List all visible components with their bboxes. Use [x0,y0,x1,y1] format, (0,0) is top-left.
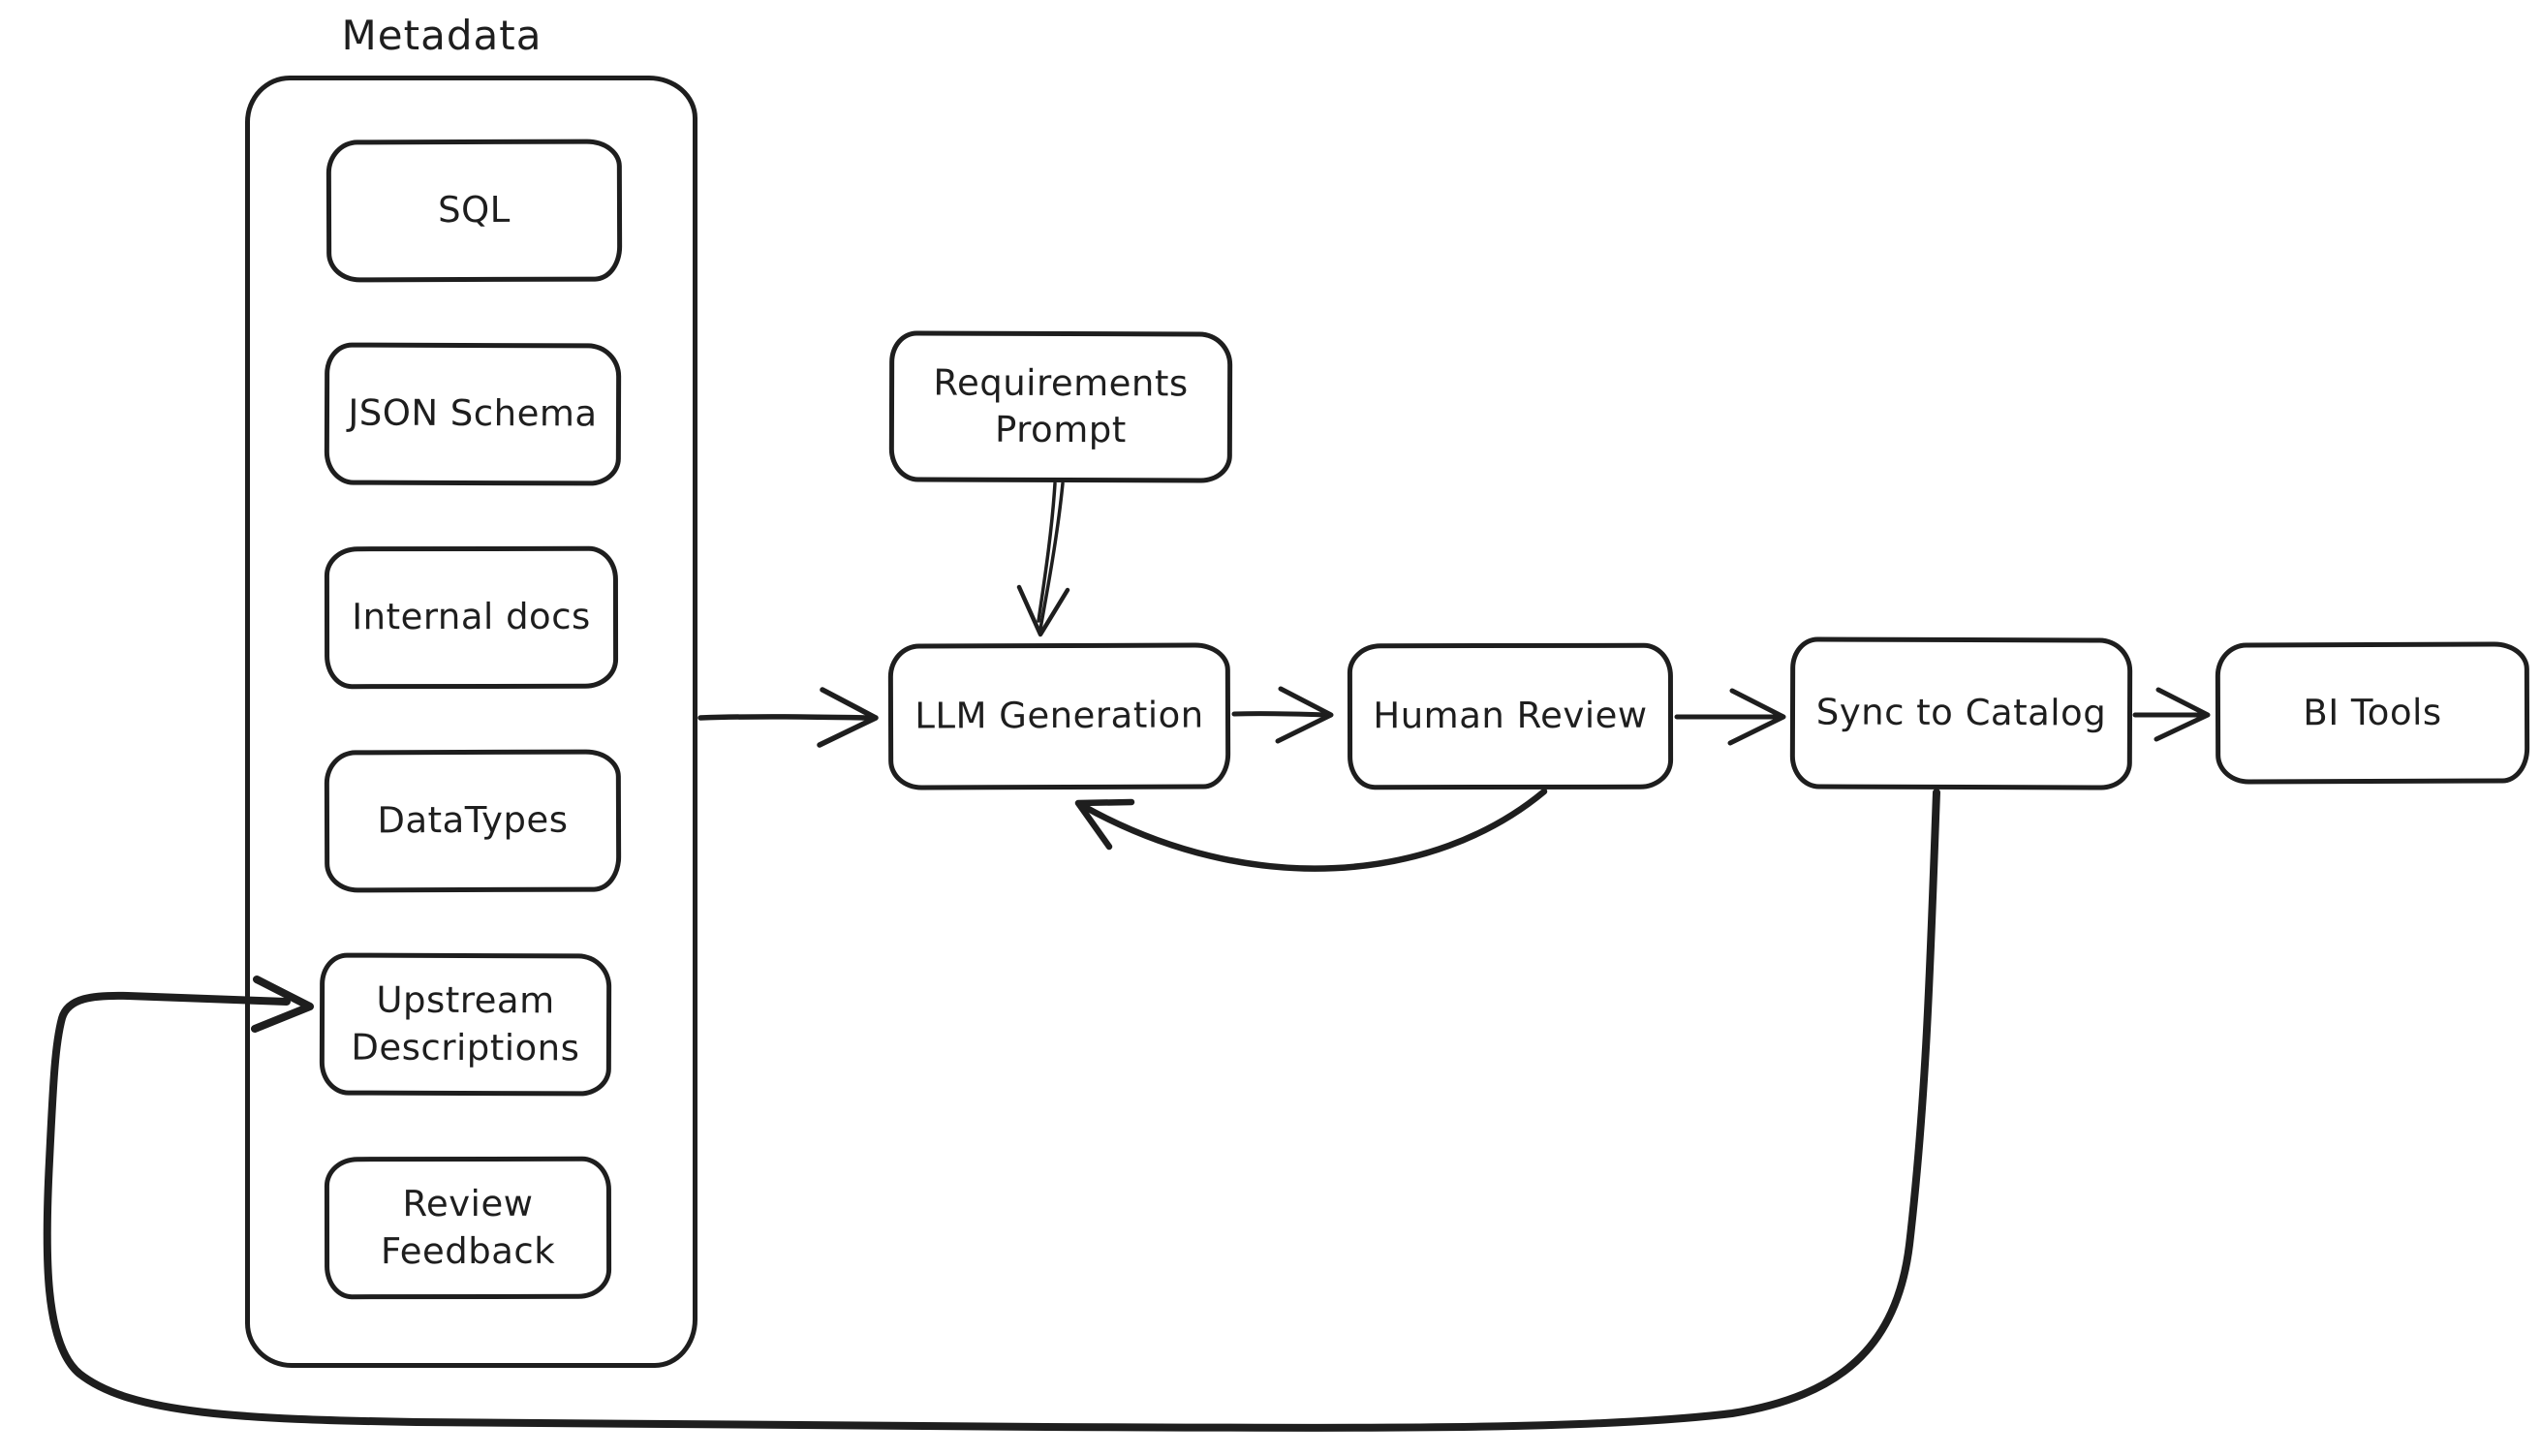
node-review-feedback: Review Feedback [324,1156,612,1300]
node-bi-tools: BI Tools [2215,641,2530,785]
arrow-requirements-prompt-to-llm-generation [1016,481,1070,637]
node-sql: SQL [325,139,623,283]
node-datatypes: DataTypes [324,749,622,893]
node-sync-to-catalog: Sync to Catalog [1789,636,2133,790]
node-human-review: Human Review [1347,642,1674,790]
metadata-group-box [245,76,697,1368]
node-review-feedback-label: Review Feedback [380,1183,556,1272]
node-llm-generation: LLM Generation [887,642,1231,790]
arrow-sync-to-catalog-to-upstream-descriptions-loop [43,789,1940,1432]
arrow-sync-to-catalog-to-bi-tools [2132,687,2211,742]
node-llm-generation-label: LLM Generation [914,694,1204,737]
node-upstream-descriptions-label: Upstream Descriptions [351,979,580,1069]
arrow-human-review-to-llm-generation-feedback [1074,788,1548,872]
node-datatypes-label: DataTypes [377,799,569,842]
node-upstream-descriptions: Upstream Descriptions [319,952,612,1097]
node-json-schema: JSON Schema [324,342,622,486]
node-requirements-prompt-label: Requirements Prompt [933,361,1189,451]
arrow-metadata-to-llm-generation [697,687,879,748]
arrow-human-review-to-sync-to-catalog [1674,688,1786,746]
node-json-schema-label: JSON Schema [348,392,598,435]
node-bi-tools-label: BI Tools [2303,691,2442,734]
metadata-group-title: Metadata [341,12,542,59]
node-human-review-label: Human Review [1373,695,1648,737]
node-sql-label: SQL [438,189,511,232]
node-internal-docs: Internal docs [324,545,619,690]
node-sync-to-catalog-label: Sync to Catalog [1815,691,2107,734]
node-requirements-prompt: Requirements Prompt [888,330,1233,483]
node-internal-docs-label: Internal docs [352,596,591,638]
arrow-llm-generation-to-human-review [1231,686,1334,744]
